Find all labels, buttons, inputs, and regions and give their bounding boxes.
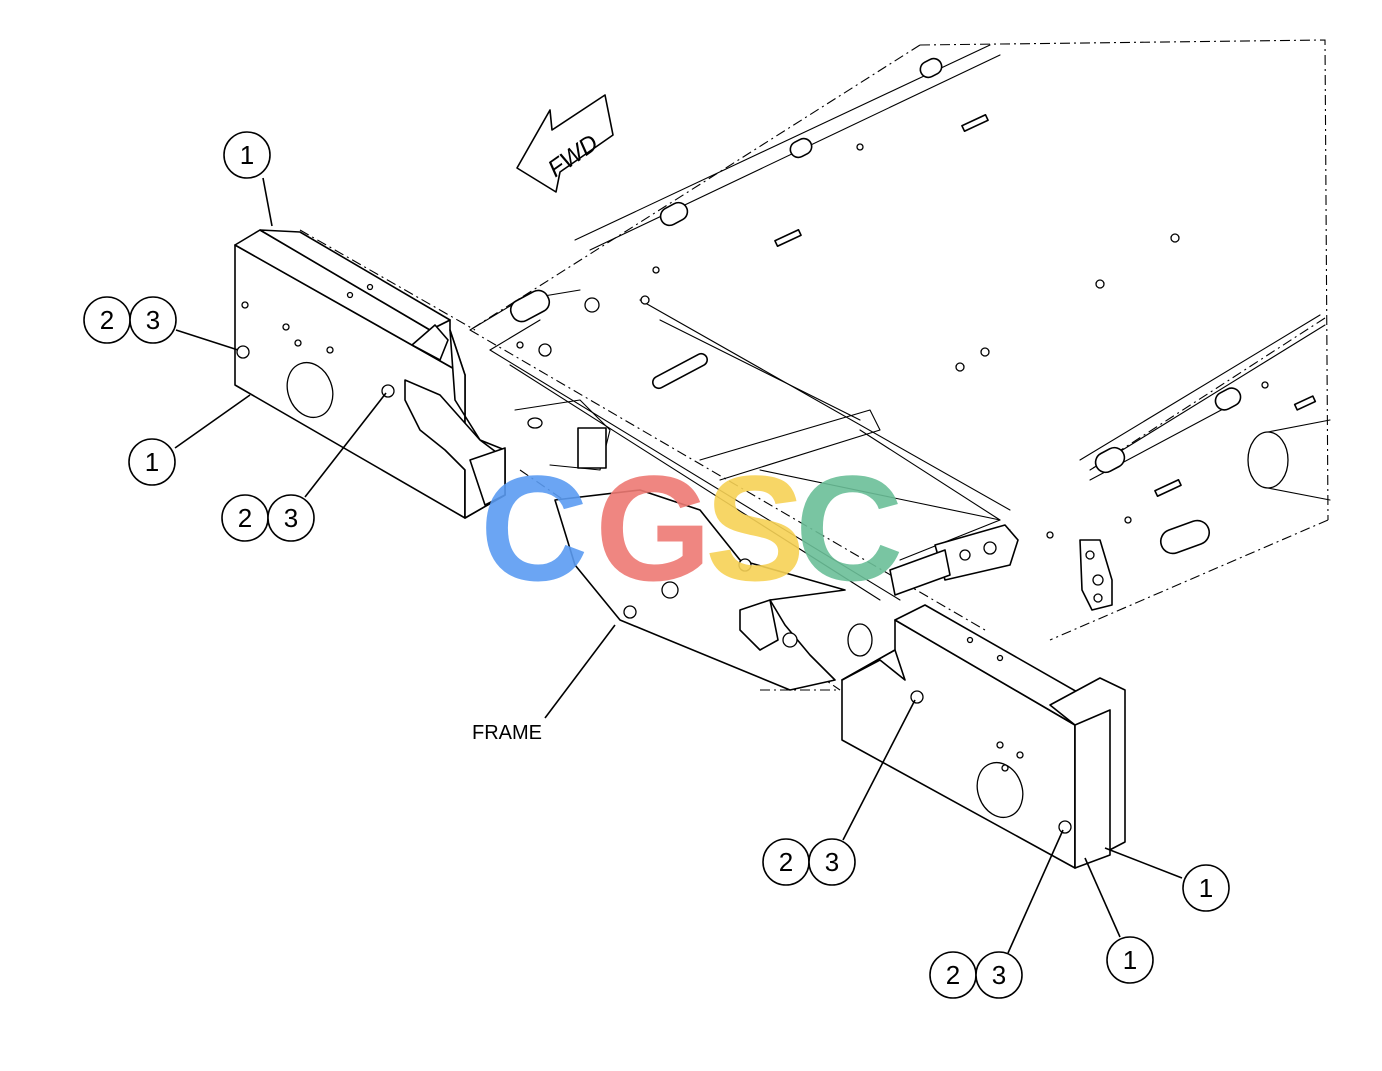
callout-number: 3 — [825, 847, 839, 877]
callout-l-23: 2 3 — [83, 296, 177, 344]
watermark-letter-2: G — [595, 444, 712, 612]
watermark-letter-1: C — [480, 444, 588, 612]
callout-number: 3 — [992, 960, 1006, 990]
callout-number: 3 — [146, 305, 160, 335]
right-counterweight — [841, 604, 1126, 869]
callout-number: 1 — [145, 447, 159, 477]
callout-number: 1 — [1123, 945, 1137, 975]
callout-number: 2 — [946, 960, 960, 990]
callout-number: 2 — [100, 305, 114, 335]
frame-body — [469, 44, 1331, 691]
callout-tl-1: 1 — [223, 131, 271, 179]
callout-number: 2 — [238, 503, 252, 533]
callout-number: 1 — [240, 140, 254, 170]
callout-l-1: 1 — [128, 438, 176, 486]
callout-r-1b: 1 — [1106, 936, 1154, 984]
callout-number: 2 — [779, 847, 793, 877]
callout-lc-23: 2 3 — [221, 494, 315, 542]
callout-r-1a: 1 — [1182, 864, 1230, 912]
frame-label: FRAME — [472, 722, 542, 744]
watermark-letter-3: S — [705, 444, 805, 612]
callout-number: 1 — [1199, 873, 1213, 903]
left-counterweight — [234, 229, 506, 519]
leader-lines — [174, 177, 1183, 954]
callout-br-23: 2 3 — [929, 951, 1023, 999]
callout-number: 3 — [284, 503, 298, 533]
forward-direction-arrow: FWD — [516, 94, 614, 193]
watermark: C G S C — [480, 444, 903, 612]
callout-rc-23: 2 3 — [762, 838, 856, 886]
watermark-letter-4: C — [795, 444, 903, 612]
